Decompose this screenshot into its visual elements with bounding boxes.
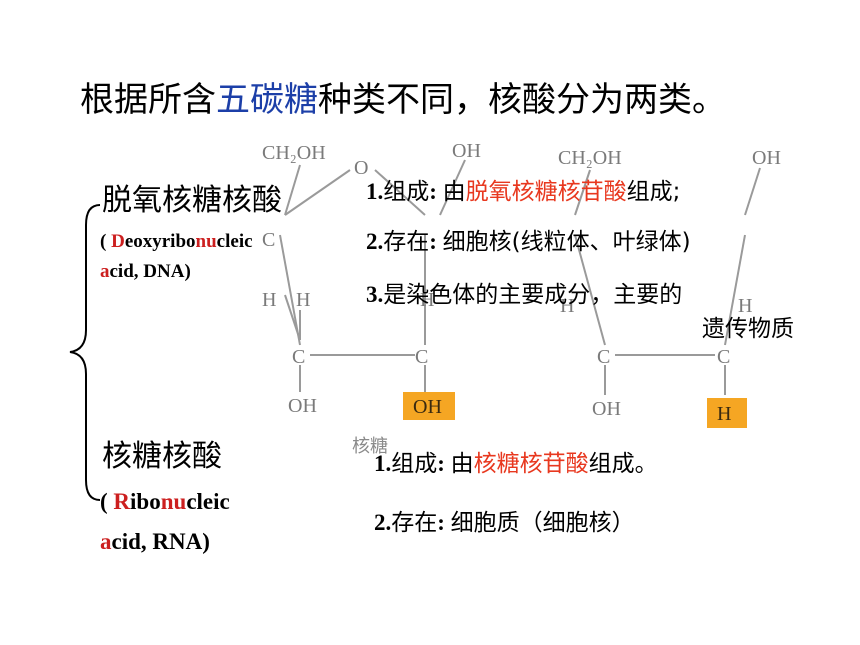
left-c-bottom-left: C	[292, 346, 305, 368]
left-ch2oh-label: CH₂OH	[262, 142, 326, 164]
dna-item1-by: 由	[442, 179, 466, 205]
rna-item2-label: 存在	[391, 510, 438, 536]
rna-item1-label: 组成	[391, 451, 438, 477]
dna-item3-num: 3.	[366, 282, 384, 307]
right-oh-top: OH	[752, 147, 781, 169]
rna-item-location: 2.存在: 细胞质（细胞核）	[374, 508, 635, 538]
rna-en-r: R	[113, 489, 131, 514]
dna-en-a: a	[100, 261, 110, 282]
rna-name: 核糖核酸	[102, 439, 222, 474]
heading-prefix: 根据所含	[80, 80, 216, 120]
left-oh-boxed: OH	[413, 396, 442, 418]
dna-item-role: 3.是染色体的主要成分，主要的	[366, 280, 682, 310]
dna-item2-colon: :	[429, 229, 443, 254]
left-oh-top: OH	[452, 140, 481, 162]
dna-item3-text: 是染色体的主要成分，主要的	[383, 282, 683, 308]
rna-item1-red: 核糖核苷酸	[473, 451, 589, 477]
left-oh-highlight-box	[403, 392, 455, 420]
left-h-atom-2: H	[296, 289, 310, 311]
dna-en-nu: nu	[195, 231, 217, 252]
rna-en-open: (	[100, 489, 114, 514]
rna-item1-tail: 组成。	[588, 451, 658, 477]
rna-item1-num: 1.	[374, 451, 392, 476]
dna-en-open: (	[100, 231, 112, 252]
right-h-boxed: H	[717, 403, 731, 425]
left-h-atom-1: H	[262, 289, 276, 311]
dna-item2-label: 存在	[383, 229, 430, 255]
dna-item1-tail: 组成;	[626, 179, 681, 205]
left-h-atom-3: H	[420, 289, 434, 311]
dna-item-location: 2.存在: 细胞核(线粒体、叶绿体)	[366, 227, 691, 257]
dna-item1-colon: :	[429, 179, 443, 204]
right-ch2oh-label: CH₂OH	[558, 147, 622, 169]
rna-item2-text: 细胞质（细胞核）	[450, 510, 635, 536]
heading-highlight: 五碳糖	[216, 80, 318, 120]
dna-en-mid: eoxyribo	[124, 231, 196, 252]
left-c-bottom-right: C	[415, 346, 428, 368]
left-ring-oxygen: O	[354, 157, 368, 179]
dna-english-line1: ( Deoxyribonucleic	[100, 228, 253, 256]
rna-en-nu: nu	[160, 489, 187, 514]
right-c-bottom-right: C	[717, 346, 730, 368]
dna-item1-red: 脱氧核糖核苷酸	[465, 179, 627, 205]
rna-en-a: a	[100, 529, 112, 554]
rna-item-composition: 1.组成: 由核糖核苷酸组成。	[374, 449, 658, 479]
rna-english-line2: acid, RNA)	[100, 525, 210, 559]
dna-item1-num: 1.	[366, 179, 384, 204]
right-h-highlight-box	[707, 398, 747, 428]
dna-en-rest: cid, DNA)	[109, 261, 191, 282]
page-heading: 根据所含五碳糖种类不同，核酸分为两类。	[80, 78, 726, 122]
right-h-atom-2: H	[738, 295, 752, 317]
rna-item1-by: 由	[450, 451, 474, 477]
dna-item1-label: 组成	[383, 179, 430, 205]
dna-item3-cont: 遗传物质	[702, 316, 794, 342]
rna-en-mid: ibo	[130, 489, 161, 514]
dna-item2-text: 细胞核(线粒体、叶绿体)	[442, 229, 691, 255]
grouping-brace	[69, 204, 101, 501]
right-h-atom-1: H	[560, 295, 574, 317]
rna-item2-colon: :	[437, 510, 451, 535]
dna-item-role-continued: 遗传物质	[702, 314, 794, 344]
right-c-bottom-left: C	[597, 346, 610, 368]
rna-item1-colon: :	[437, 451, 451, 476]
rna-en-end: cleic	[186, 489, 230, 514]
dna-en-d: D	[111, 231, 125, 252]
diagram-caption: 核糖	[352, 436, 388, 457]
right-oh-bottom: OH	[592, 398, 621, 420]
rna-english-line1: ( Ribonucleic	[100, 485, 230, 519]
dna-name: 脱氧核糖核酸	[102, 183, 282, 218]
dna-en-end: cleic	[216, 231, 253, 252]
rna-item2-num: 2.	[374, 510, 392, 535]
rna-en-rest: cid, RNA)	[111, 529, 210, 554]
dna-item-composition: 1.组成: 由脱氧核糖核苷酸组成;	[366, 177, 680, 207]
dna-item2-num: 2.	[366, 229, 384, 254]
left-oh-bottom: OH	[288, 395, 317, 417]
heading-suffix: 种类不同，核酸分为两类。	[318, 80, 726, 120]
dna-english-line2: acid, DNA)	[100, 258, 191, 286]
left-c-atom: C	[262, 229, 275, 251]
